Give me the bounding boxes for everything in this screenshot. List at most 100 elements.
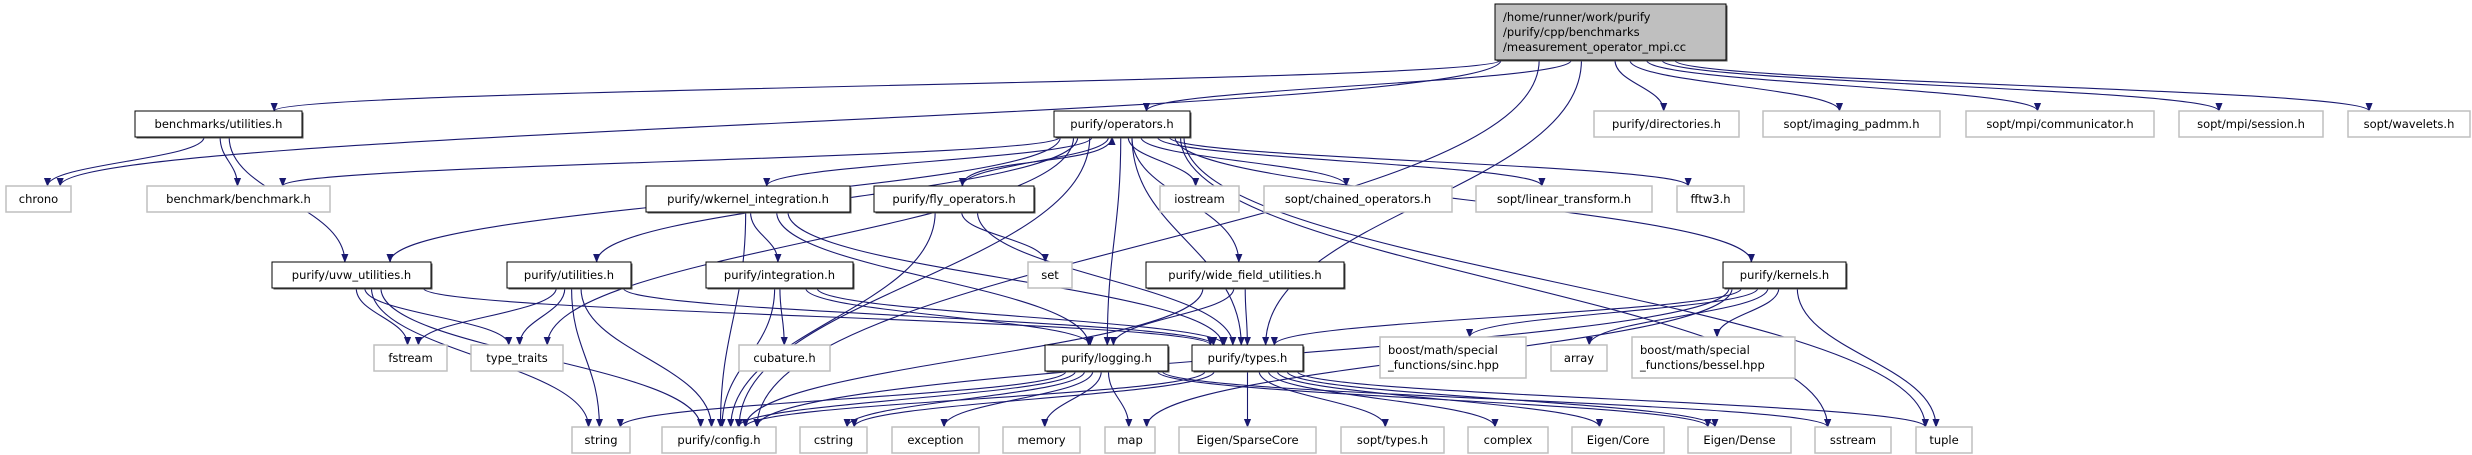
node-label: Eigen/SparseCore (1196, 433, 1298, 447)
node-label: boost/math/special (1640, 343, 1750, 357)
node-box (1053, 110, 1191, 138)
node-label: purify/wkernel_integration.h (667, 192, 829, 206)
edge-integration-to-cubature (779, 287, 788, 346)
node-bessel: boost/math/special_functions/bessel.hpp (1631, 336, 1796, 379)
node-box (1722, 261, 1847, 289)
node-box (1814, 426, 1892, 454)
node-config: purify/config.h (661, 426, 777, 454)
node-label: purify/config.h (677, 433, 760, 447)
node-label: iostream (1174, 192, 1225, 206)
edge-bench_util-to-chrono (43, 136, 205, 187)
edge-root-to-operators (1142, 59, 1572, 112)
edge-utilities-to-type_traits (516, 287, 566, 346)
edge-kernels-to-array (1585, 287, 1769, 346)
edge-operators-to-wkernel (763, 136, 1093, 187)
edge-wkernel-to-integration (749, 211, 782, 263)
node-types[interactable]: purify/types.h (1191, 344, 1305, 373)
node-eigen_dense: Eigen/Dense (1687, 426, 1792, 454)
node-kernels[interactable]: purify/kernels.h (1722, 261, 1848, 290)
node-fly[interactable]: purify/fly_operators.h (873, 185, 1036, 214)
edge-uvw-to-type_traits (364, 287, 513, 346)
node-label: sstream (1830, 433, 1876, 447)
edge-operators-to-benchmark (279, 136, 1061, 187)
node-label: _functions/bessel.hpp (1639, 358, 1765, 372)
edge-types-to-complex (1267, 370, 1499, 428)
node-box (738, 344, 831, 372)
node-uvw[interactable]: purify/uvw_utilities.h (271, 261, 433, 290)
node-box (146, 185, 331, 213)
edge-logging-to-map (1107, 370, 1133, 428)
node-box (891, 426, 980, 454)
node-label: complex (1484, 433, 1533, 447)
node-sinc: boost/math/special_functions/sinc.hpp (1379, 336, 1527, 379)
node-box (1159, 185, 1240, 213)
edge-logging-to-eigen_dense (1156, 370, 1712, 428)
node-box (1178, 426, 1317, 454)
node-array: array (1550, 344, 1608, 372)
node-label: purify/operators.h (1070, 117, 1173, 131)
node-box (1044, 344, 1169, 372)
node-operators[interactable]: purify/operators.h (1053, 110, 1192, 139)
node-box (799, 426, 868, 454)
node-directories: purify/directories.h (1593, 110, 1740, 138)
edge-types-to-cstring (850, 370, 1215, 428)
node-box (1550, 344, 1608, 372)
node-box (1687, 426, 1792, 454)
node-logging[interactable]: purify/logging.h (1044, 344, 1170, 373)
edge-types-to-sopt_types (1258, 370, 1389, 428)
edge-types-to-config (741, 370, 1206, 428)
node-wavelets: sopt/wavelets.h (2347, 110, 2471, 138)
node-label: purify/directories.h (1612, 117, 1721, 131)
node-box (506, 261, 632, 289)
node-map: map (1104, 426, 1156, 454)
edge-kernels-to-types (1270, 287, 1743, 346)
node-bench_util[interactable]: benchmarks/utilities.h (134, 110, 304, 139)
edge-widefield-to-logging (1109, 287, 1235, 346)
node-box (470, 344, 564, 372)
node-widefield[interactable]: purify/wide_field_utilities.h (1145, 261, 1346, 290)
node-label: Eigen/Core (1587, 433, 1650, 447)
edge-operators-to-chained (1140, 136, 1350, 187)
node-label: sopt/chained_operators.h (1285, 192, 1431, 206)
node-box (1965, 110, 2155, 138)
node-label: /home/runner/work/purify (1503, 10, 1651, 24)
node-integration[interactable]: purify/integration.h (705, 261, 855, 290)
edge-types-to-eigen_core (1276, 370, 1603, 428)
node-wkernel[interactable]: purify/wkernel_integration.h (645, 185, 852, 214)
edge-uvw-to-types (422, 287, 1214, 346)
node-box (873, 185, 1035, 213)
edge-integration-to-logging (805, 287, 1094, 346)
node-box (1631, 336, 1796, 379)
node-box (1191, 344, 1304, 372)
edge-wkernel-to-logging (776, 211, 1093, 346)
node-session: sopt/mpi/session.h (2178, 110, 2324, 138)
edge-wkernel-to-types (787, 211, 1227, 346)
node-box (705, 261, 854, 289)
node-label: purify/utilities.h (524, 268, 614, 282)
edge-operators-to-fftw3 (1168, 136, 1692, 187)
edge-operators-to-type_traits (543, 136, 1075, 346)
node-box (1676, 185, 1745, 213)
node-iostream: iostream (1159, 185, 1240, 213)
edge-fly-to-set (961, 211, 1049, 263)
node-utilities[interactable]: purify/utilities.h (506, 261, 633, 290)
node-label: sopt/wavelets.h (2364, 117, 2455, 131)
node-box (1915, 426, 1973, 454)
node-box (1467, 426, 1549, 454)
node-box (2347, 110, 2471, 138)
node-box (1494, 3, 1727, 61)
node-box (571, 426, 631, 454)
node-memory: memory (1002, 426, 1081, 454)
node-label: purify/logging.h (1061, 351, 1152, 365)
edge-integration-to-types (816, 287, 1228, 346)
node-sstream: sstream (1814, 426, 1892, 454)
edge-root-to-chrono (56, 59, 1502, 187)
node-box (1762, 110, 1941, 138)
node-eigen_core: Eigen/Core (1571, 426, 1665, 454)
node-label: chrono (19, 192, 58, 206)
edge-operators-to-logging (1103, 136, 1122, 346)
edge-operators-to-linear (1156, 136, 1546, 187)
edge-wkernel-to-config (716, 211, 747, 428)
node-root[interactable]: /home/runner/work/purify/purify/cpp/benc… (1494, 3, 1728, 62)
